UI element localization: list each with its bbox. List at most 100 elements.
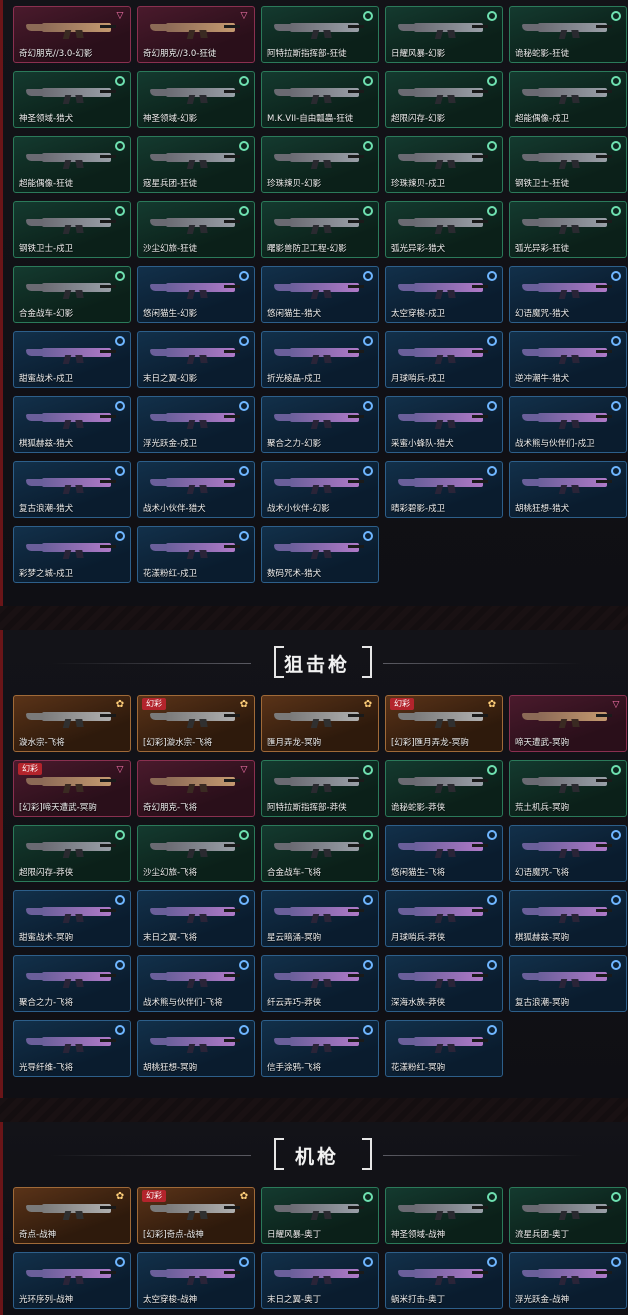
weapon-image — [274, 215, 364, 235]
weapon-skin-card[interactable]: 超能偶像-狂徒 — [13, 136, 131, 193]
ring-icon — [115, 960, 125, 970]
weapon-skin-card[interactable]: 沙尘幻旅-狂徒 — [137, 201, 255, 258]
weapon-skin-card[interactable]: 复古浪潮-冥驹 — [509, 955, 627, 1012]
weapon-skin-card[interactable]: 星云暗涌-冥驹 — [261, 890, 379, 947]
weapon-image — [522, 20, 612, 40]
weapon-image — [26, 1201, 116, 1221]
weapon-skin-card[interactable]: ✿幻彩[幻彩]匯月弄龙-冥驹 — [385, 695, 503, 752]
weapon-skin-card[interactable]: 寇星兵团-狂徒 — [137, 136, 255, 193]
ring-icon — [487, 765, 497, 775]
weapon-image — [398, 215, 488, 235]
weapon-skin-card[interactable]: 末日之翼-飞将 — [137, 890, 255, 947]
weapon-skin-card[interactable]: 月球哨兵-戍卫 — [385, 331, 503, 388]
weapon-skin-card[interactable]: 逆冲潮牛-猎犬 — [509, 331, 627, 388]
weapon-image — [274, 280, 364, 300]
weapon-skin-card[interactable]: ✿匯月弄龙-冥驹 — [261, 695, 379, 752]
ring-icon — [611, 960, 621, 970]
weapon-skin-card[interactable]: ✿奇点-战神 — [13, 1187, 131, 1244]
weapon-skin-card[interactable]: 浮光跃金-戍卫 — [137, 396, 255, 453]
weapon-skin-card[interactable]: 末日之翼-幻影 — [137, 331, 255, 388]
weapon-skin-card[interactable]: ✿幻彩[幻彩]漩水宗-飞将 — [137, 695, 255, 752]
weapon-skin-card[interactable]: 合金战车-幻影 — [13, 266, 131, 323]
weapon-skin-card[interactable]: 超限闪存-幻影 — [385, 71, 503, 128]
weapon-skin-card[interactable]: 蜗米打击-奥丁 — [385, 1252, 503, 1309]
weapon-skin-card[interactable]: 悠闲猫生-幻影 — [137, 266, 255, 323]
weapon-image — [398, 969, 488, 989]
weapon-skin-card[interactable]: 战术小伙伴-幻影 — [261, 461, 379, 518]
weapon-skin-card[interactable]: 神圣领域-猎犬 — [13, 71, 131, 128]
weapon-skin-card[interactable]: 花漾粉红-戍卫 — [137, 526, 255, 583]
weapon-skin-card[interactable]: 信手涂鸦-飞将 — [261, 1020, 379, 1077]
weapon-skin-card[interactable]: 弧光异彩-猎犬 — [385, 201, 503, 258]
weapon-skin-card[interactable]: 末日之翼-奥丁 — [261, 1252, 379, 1309]
weapon-skin-card[interactable]: 甜蜜战术-戍卫 — [13, 331, 131, 388]
weapon-skin-card[interactable]: 神圣领域-战神 — [385, 1187, 503, 1244]
weapon-skin-card[interactable]: 战术熊与伙伴们-戍卫 — [509, 396, 627, 453]
weapon-skin-card[interactable]: 弧光异彩-狂徒 — [509, 201, 627, 258]
weapon-skin-card[interactable]: 深海水族-莽侠 — [385, 955, 503, 1012]
ring-icon — [239, 76, 249, 86]
weapon-skin-card[interactable]: 合金战车-飞将 — [261, 825, 379, 882]
ring-icon — [487, 960, 497, 970]
weapon-skin-card[interactable]: 阿特拉斯指挥部-狂徒 — [261, 6, 379, 63]
skin-name-label: 超限闪存-莽侠 — [19, 868, 74, 878]
weapon-skin-card[interactable]: 聚合之力-飞将 — [13, 955, 131, 1012]
weapon-skin-card[interactable]: 浮光跃金-战神 — [509, 1252, 627, 1309]
weapon-skin-card[interactable]: 诡秘蛇影-狂徒 — [509, 6, 627, 63]
weapon-skin-card[interactable]: 数码咒术-猎犬 — [261, 526, 379, 583]
weapon-skin-card[interactable]: 珍珠辣贝-幻影 — [261, 136, 379, 193]
weapon-skin-card[interactable]: ✿漩水宗-飞将 — [13, 695, 131, 752]
weapon-skin-card[interactable]: 流星兵团-奥丁 — [509, 1187, 627, 1244]
weapon-skin-card[interactable]: 棋狐赫兹-猎犬 — [13, 396, 131, 453]
weapon-skin-card[interactable]: 折光棱晶-戍卫 — [261, 331, 379, 388]
weapon-skin-card[interactable]: 沙尘幻旅-飞将 — [137, 825, 255, 882]
weapon-skin-card[interactable]: 悠闲猫生-飞将 — [385, 825, 503, 882]
weapon-skin-card[interactable]: 棋狐赫兹-冥驹 — [509, 890, 627, 947]
weapon-skin-card[interactable]: 幻语魔咒-飞将 — [509, 825, 627, 882]
weapon-skin-card[interactable]: 超限闪存-莽侠 — [13, 825, 131, 882]
weapon-skin-card[interactable]: 钢铁卫士-戍卫 — [13, 201, 131, 258]
weapon-skin-card[interactable]: 日耀风暴-奥丁 — [261, 1187, 379, 1244]
weapon-skin-card[interactable]: 采蜜小蜂队-猎犬 — [385, 396, 503, 453]
weapon-skin-card[interactable]: 日耀风暴-幻影 — [385, 6, 503, 63]
weapon-skin-card[interactable]: 胡桃狂想-冥驹 — [137, 1020, 255, 1077]
weapon-skin-card[interactable]: 光导纤维-飞将 — [13, 1020, 131, 1077]
weapon-image — [150, 150, 240, 170]
ring-icon — [115, 401, 125, 411]
skin-name-label: 聚合之力-幻影 — [267, 439, 322, 449]
weapon-skin-card[interactable]: 战术熊与伙伴们-飞将 — [137, 955, 255, 1012]
weapon-skin-card[interactable]: 悠闲猫生-猎犬 — [261, 266, 379, 323]
weapon-skin-card[interactable]: 曙影兽防卫工程-幻影 — [261, 201, 379, 258]
weapon-skin-card[interactable]: 诡秘蛇影-莽侠 — [385, 760, 503, 817]
weapon-skin-card[interactable]: 复古浪潮-猎犬 — [13, 461, 131, 518]
weapon-skin-card[interactable]: 月球哨兵-莽侠 — [385, 890, 503, 947]
weapon-skin-card[interactable]: 荒土机兵-冥驹 — [509, 760, 627, 817]
weapon-skin-card[interactable]: 钢铁卫士-狂徒 — [509, 136, 627, 193]
weapon-skin-card[interactable]: 珍珠辣贝-戍卫 — [385, 136, 503, 193]
weapon-skin-card[interactable]: 阿特拉斯指挥部-莽侠 — [261, 760, 379, 817]
weapon-skin-card[interactable]: 战术小伙伴-猎犬 — [137, 461, 255, 518]
weapon-skin-card[interactable]: ▽奇幻朋克//3.0-狂徒 — [137, 6, 255, 63]
weapon-skin-card[interactable]: ▽幻彩[幻彩]啼天遭武-冥驹 — [13, 760, 131, 817]
weapon-skin-card[interactable]: 花漾粉红-冥驹 — [385, 1020, 503, 1077]
weapon-skin-card[interactable]: 幻语魔咒-猎犬 — [509, 266, 627, 323]
weapon-skin-card[interactable]: 彩梦之城-戍卫 — [13, 526, 131, 583]
weapon-skin-card[interactable]: ✿幻彩[幻彩]奇点-战神 — [137, 1187, 255, 1244]
weapon-skin-card[interactable]: ▽奇幻朋克-飞将 — [137, 760, 255, 817]
weapon-skin-card[interactable]: 太空穿梭-戍卫 — [385, 266, 503, 323]
header-line-left — [51, 1155, 251, 1156]
weapon-skin-card[interactable]: 聚合之力-幻影 — [261, 396, 379, 453]
weapon-skin-card[interactable]: 纤云弄巧-莽侠 — [261, 955, 379, 1012]
weapon-skin-card[interactable]: ▽奇幻朋克//3.0-幻影 — [13, 6, 131, 63]
weapon-skin-card[interactable]: 胡桃狂想-猎犬 — [509, 461, 627, 518]
weapon-skin-card[interactable]: 晴彩碧影-戍卫 — [385, 461, 503, 518]
ring-icon — [487, 1192, 497, 1202]
weapon-skin-card[interactable]: 神圣领域-幻影 — [137, 71, 255, 128]
weapon-skin-card[interactable]: 甜蜜战术-冥驹 — [13, 890, 131, 947]
weapon-skin-card[interactable]: 太空穿梭-战神 — [137, 1252, 255, 1309]
section-divider — [0, 606, 628, 630]
weapon-skin-card[interactable]: M.K.VII-自由瓢蟲-狂徒 — [261, 71, 379, 128]
weapon-skin-card[interactable]: 光环序列-战神 — [13, 1252, 131, 1309]
weapon-skin-card[interactable]: 超能偶像-戍卫 — [509, 71, 627, 128]
weapon-skin-card[interactable]: ▽啼天遭武-冥驹 — [509, 695, 627, 752]
